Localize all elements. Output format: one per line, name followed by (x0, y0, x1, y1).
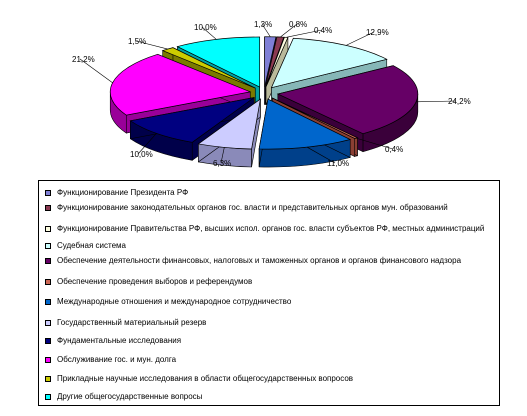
leader-line (280, 23, 298, 38)
data-label: 24,2% (448, 97, 471, 106)
legend-swatch (45, 394, 51, 400)
legend-item: Прикладные научные исследования в област… (45, 374, 495, 383)
pie-slice (161, 47, 256, 89)
legend-label: Обслуживание гос. и мун. долга (57, 355, 177, 364)
legend-swatch (45, 376, 51, 382)
legend-item: Обеспечение деятельности финансовых, нал… (45, 256, 495, 265)
legend-label: Функционирование Президента РФ (57, 188, 189, 197)
leader-line (220, 147, 225, 164)
data-label: 6,3% (213, 159, 231, 168)
legend-label: Государственный материальный резерв (57, 318, 207, 327)
legend-item: Функционирование Правительства РФ, высши… (45, 224, 495, 233)
leader-line (201, 26, 217, 40)
leader-line (137, 133, 157, 155)
legend-item: Судебная система (45, 241, 495, 250)
data-label: 0,8% (289, 20, 307, 29)
legend-label: Функционирование Правительства РФ, высши… (57, 224, 485, 233)
legend-label: Другие общегосударственные вопросы (57, 392, 203, 401)
legend-item: Другие общегосударственные вопросы (45, 392, 495, 401)
leader-line (306, 146, 336, 164)
legend-label: Фундаментальные исследования (57, 336, 182, 345)
data-label: 21,2% (72, 55, 95, 64)
data-label: 10,0% (130, 150, 153, 159)
data-label: 1,3% (254, 20, 272, 29)
legend-swatch (45, 226, 51, 232)
leader-line (355, 137, 394, 150)
data-label: 11,0% (327, 159, 349, 168)
data-label: 10,0% (194, 23, 217, 32)
data-label: 0,4% (385, 145, 403, 154)
pie-chart: 1,3% 0,8% 0,4% 12,9% 24,2% 0,4% 11,0% 6,3% 10,0%… (72, 20, 471, 168)
pie-slice (265, 36, 289, 87)
legend-label: Международные отношения и международное … (57, 297, 292, 306)
data-label: 0,4% (314, 26, 332, 35)
leader-line (79, 58, 113, 84)
pie-slice (276, 65, 419, 135)
leader-line (416, 100, 457, 103)
legend-label: Судебная система (57, 241, 126, 250)
leader-line (345, 31, 375, 46)
legend-swatch (45, 279, 51, 285)
legend-swatch (45, 357, 51, 363)
legend-item: Функционирование Президента РФ (45, 188, 495, 197)
legend-swatch (45, 320, 51, 326)
legend-item: Государственный материальный резерв (45, 318, 495, 327)
leader-line (261, 23, 271, 37)
pie-slice (197, 98, 261, 150)
pie-slice (176, 36, 261, 88)
legend-label: Функционирование законодательных органов… (57, 203, 448, 212)
legend-item: Обеспечение проведения выборов и референ… (45, 277, 495, 286)
legend: Функционирование Президента РФ Функционир… (38, 180, 500, 406)
legend-swatch (45, 190, 51, 196)
legend-swatch (45, 258, 51, 264)
legend-swatch (45, 205, 51, 211)
data-labels: 1,3% 0,8% 0,4% 12,9% 24,2% 0,4% 11,0% 6,3% 10,0%… (72, 20, 471, 168)
pie-slice (109, 53, 252, 116)
legend-swatch (45, 299, 51, 305)
legend-swatch (45, 338, 51, 344)
legend-label: Обеспечение деятельности финансовых, нал… (57, 256, 462, 265)
data-label: 12,9% (366, 28, 389, 37)
legend-item: Обслуживание гос. и мун. долга (45, 355, 495, 364)
pie-slice (270, 37, 388, 89)
leader-line (135, 40, 168, 50)
legend-item: Фундаментальные исследования (45, 336, 495, 345)
leader-line (286, 29, 323, 38)
legend-swatch (45, 243, 51, 249)
pie-slice (129, 97, 255, 143)
legend-label: Обеспечение проведения выборов и референ… (57, 277, 253, 286)
pie-slice (258, 98, 352, 150)
data-label: 1,5% (128, 37, 146, 46)
label-leader-lines (79, 23, 457, 164)
legend-label: Прикладные научные исследования в област… (57, 374, 354, 383)
pie-slice (264, 36, 277, 87)
pie-slices (109, 36, 419, 150)
legend-item: Функционирование законодательных органов… (45, 203, 495, 212)
legend-item: Международные отношения и международное … (45, 297, 495, 306)
